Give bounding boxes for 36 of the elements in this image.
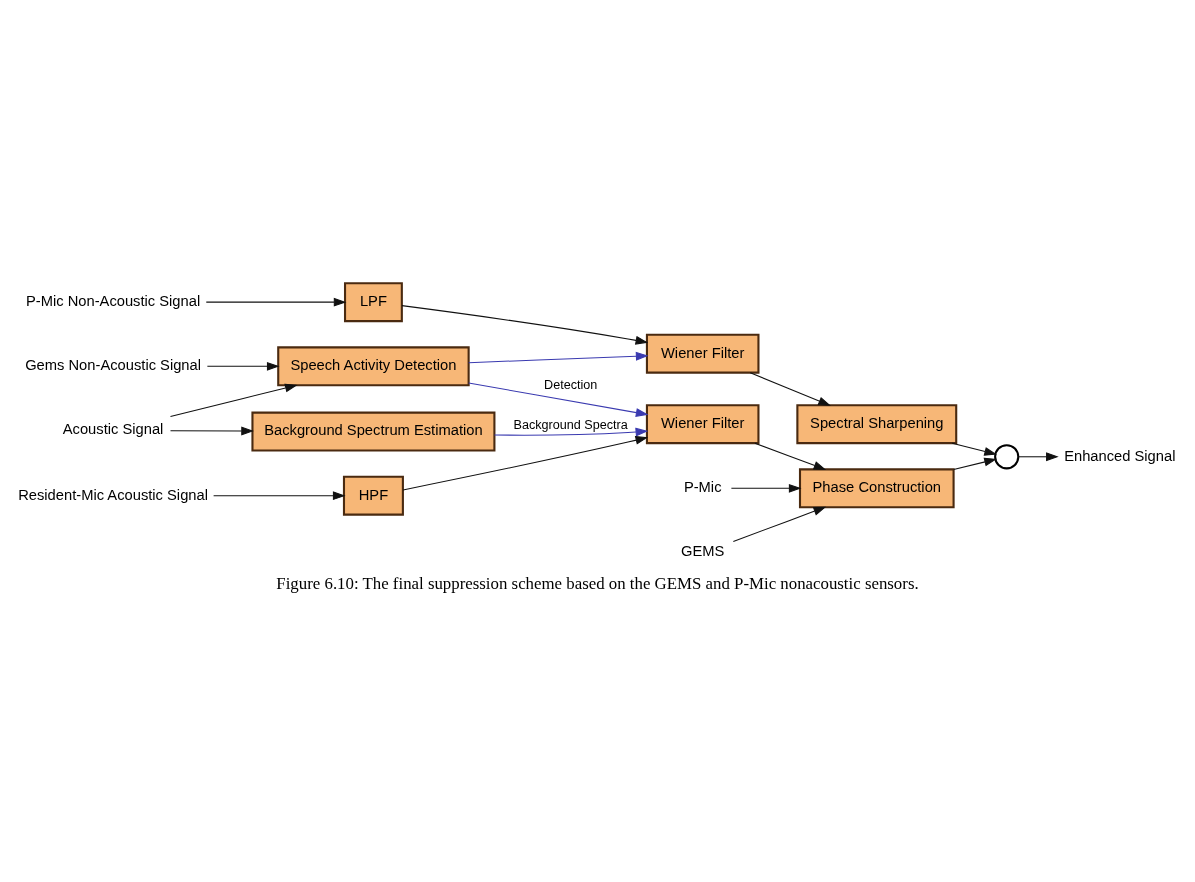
node-text: P-Mic xyxy=(683,479,722,496)
arrow xyxy=(169,426,254,436)
arrow xyxy=(468,351,649,364)
node-text: GEMS xyxy=(681,543,725,560)
node-box: Wiener Filter xyxy=(645,333,760,374)
node-text: Resident-Mic Acoustic Signal xyxy=(18,486,208,503)
arrow xyxy=(1017,452,1059,462)
arrow xyxy=(730,483,802,493)
node-text: Acoustic Signal xyxy=(62,421,164,438)
node-box: Background Spectrum Estimation xyxy=(251,411,496,452)
node-box: Speech Activity Detection xyxy=(277,346,470,387)
arrow xyxy=(953,457,997,471)
arrow xyxy=(206,361,280,371)
arrow xyxy=(732,506,827,542)
node-box: Spectral Sharpening xyxy=(796,404,958,445)
node-circle xyxy=(994,444,1020,470)
node-text: Enhanced Signal xyxy=(1064,447,1176,464)
node-box: Wiener Filter xyxy=(645,404,760,445)
arrow xyxy=(468,382,649,417)
arrow xyxy=(169,383,298,417)
arrow xyxy=(493,427,649,437)
caption: Figure 6.10: The final suppression scheme based on the GEMS and P-Mic nonacoustic sensors. xyxy=(276,574,919,594)
node-box: Phase Construction xyxy=(798,468,955,509)
node-box: HPF xyxy=(342,475,404,516)
arrow xyxy=(402,435,649,491)
arrow xyxy=(205,297,347,307)
edge-label: Background Spectra xyxy=(513,418,628,433)
edge-label: Detection xyxy=(544,378,598,393)
node-text: P-Mic Non-Acoustic Signal xyxy=(25,293,201,310)
arrow xyxy=(401,305,649,345)
node-box: LPF xyxy=(343,282,403,323)
arrow xyxy=(754,442,827,470)
arrow xyxy=(213,491,346,501)
node-text: Gems Non-Acoustic Signal xyxy=(25,357,202,374)
arrow xyxy=(749,372,831,406)
arrow xyxy=(951,442,997,456)
